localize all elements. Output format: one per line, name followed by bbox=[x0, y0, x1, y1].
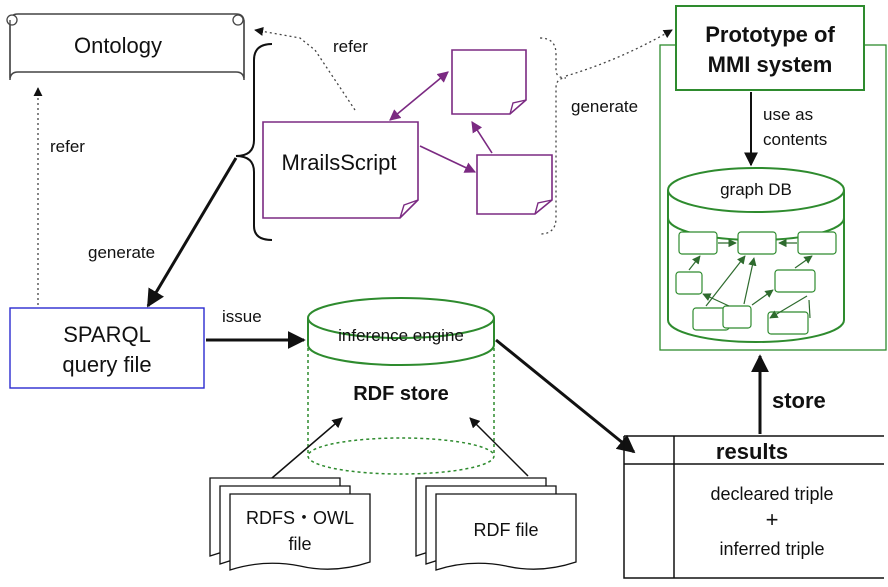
ontology-scroll: Ontology bbox=[6, 13, 245, 81]
right-bracket bbox=[539, 37, 567, 235]
prototype-line2: MMI system bbox=[708, 52, 833, 77]
inference-engine-cylinder: inference engine RDF store bbox=[307, 297, 495, 475]
mrails-page-bottom bbox=[476, 154, 553, 215]
sparql-line1: SPARQL bbox=[63, 322, 151, 347]
refer-top-label: refer bbox=[333, 37, 368, 56]
generate-left-edge: generate bbox=[88, 157, 238, 308]
issue-label: issue bbox=[222, 307, 262, 326]
inference-engine-label: inference engine bbox=[338, 326, 464, 345]
mrails-script-page: MrailsScript bbox=[262, 121, 419, 219]
refer-edges: refer refer bbox=[33, 26, 368, 305]
results-line1: decleared triple bbox=[710, 484, 833, 504]
results-line3: inferred triple bbox=[719, 539, 824, 559]
rdf-file-label: RDF file bbox=[473, 520, 538, 540]
refer-left-label: refer bbox=[50, 137, 85, 156]
graph-db-edges bbox=[688, 238, 813, 319]
sparql-query-file: SPARQL query file bbox=[9, 307, 205, 389]
mrails-script-label: MrailsScript bbox=[282, 150, 397, 175]
generate-left-label: generate bbox=[88, 243, 155, 262]
results-title: results bbox=[716, 439, 788, 464]
file-to-store-edges bbox=[271, 417, 529, 479]
generate-right-edge: generate bbox=[565, 29, 673, 116]
store-edge: store bbox=[751, 354, 826, 434]
rdf-store-label: RDF store bbox=[353, 383, 449, 405]
store-label: store bbox=[772, 388, 826, 413]
mrails-page-top bbox=[451, 49, 527, 115]
ontology-label: Ontology bbox=[74, 33, 162, 58]
rdfs-owl-line2: file bbox=[288, 534, 311, 554]
contents-label: contents bbox=[763, 130, 827, 149]
prototype-line1: Prototype of bbox=[705, 22, 835, 47]
use-as-label: use as bbox=[763, 105, 813, 124]
results-line2: + bbox=[766, 507, 779, 532]
issue-edge: issue bbox=[206, 307, 306, 349]
rdfs-owl-line1: RDFS・OWL bbox=[246, 508, 354, 528]
use-as-contents-edge: use as contents bbox=[744, 92, 827, 167]
left-brace bbox=[235, 43, 273, 241]
inference-to-results-edge bbox=[495, 338, 636, 454]
sparql-line2: query file bbox=[62, 352, 151, 377]
mrails-purple-arrows bbox=[389, 71, 493, 173]
rdfs-owl-file-stack: RDFS・OWL file bbox=[209, 477, 371, 571]
graph-db-label: graph DB bbox=[720, 180, 792, 199]
rdf-file-stack: RDF file bbox=[415, 477, 577, 571]
generate-right-label: generate bbox=[571, 97, 638, 116]
results-table: results decleared triple + inferred trip… bbox=[623, 435, 884, 579]
